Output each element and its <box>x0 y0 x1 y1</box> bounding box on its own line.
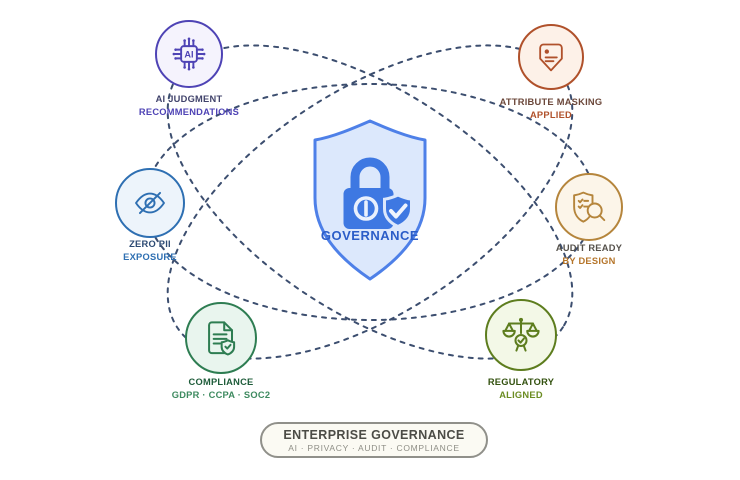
footer-title: ENTERPRISE GOVERNANCE <box>283 427 465 442</box>
ai-node-circle: AI <box>155 20 223 88</box>
audit-node-label-line2: BY DESIGN <box>562 256 616 266</box>
compliance-node-circle <box>185 302 257 374</box>
attribute-node-label-line1: ATTRIBUTE MASKING <box>499 97 603 107</box>
governance-shield-icon <box>313 119 427 281</box>
privacy-node-label-line2: EXPOSURE <box>123 252 177 262</box>
ai-node-label: AI JUDGMENT RECOMMENDATIONS <box>99 93 279 119</box>
enterprise-governance-pill: ENTERPRISE GOVERNANCE AI · PRIVACY · AUD… <box>260 422 488 458</box>
badge-marker-icon <box>539 43 563 72</box>
center-governance-shield: GOVERNANCE <box>308 118 432 283</box>
compliance-node-label-line1: COMPLIANCE <box>188 377 254 387</box>
attribute-node-label-line2: APPLIED <box>529 110 573 120</box>
check-shield-icon <box>383 193 413 229</box>
ai-node-label-line1: AI JUDGMENT <box>155 94 223 104</box>
compliance-node-label-line2: GDPR · CCPA · SOC2 <box>171 390 271 400</box>
attribute-node-circle <box>518 24 584 90</box>
regulatory-node-circle <box>485 299 557 371</box>
regulatory-node-label-line1: REGULATORY <box>487 377 555 387</box>
footer-subtitle: AI · PRIVACY · AUDIT · COMPLIANCE <box>288 442 460 453</box>
eye-off-icon <box>135 191 165 215</box>
regulatory-node-label: REGULATORY ALIGNED <box>431 376 611 402</box>
ai-chip-icon: AI <box>172 37 206 71</box>
ai-node-label-line2: RECOMMENDATIONS <box>138 107 240 117</box>
document-shield-icon <box>208 321 236 356</box>
shield-magnifier-icon <box>573 191 606 223</box>
audit-node-circle <box>555 173 623 241</box>
compliance-node-label: COMPLIANCE GDPR · CCPA · SOC2 <box>131 376 311 402</box>
svg-text:AI: AI <box>184 50 193 60</box>
regulatory-node-label-line2: ALIGNED <box>499 390 543 400</box>
privacy-node-label-line1: ZERO PII <box>129 239 171 249</box>
privacy-node-circle <box>115 168 185 238</box>
privacy-node-label: ZERO PII EXPOSURE <box>60 238 240 264</box>
governance-title: GOVERNANCE <box>320 228 420 243</box>
audit-node-label-line1: AUDIT READY <box>555 243 623 253</box>
attribute-node-label: ATTRIBUTE MASKING APPLIED <box>461 96 641 122</box>
lock-icon <box>343 157 394 229</box>
scales-icon <box>502 317 540 352</box>
audit-node-label: AUDIT READY BY DESIGN <box>499 242 679 268</box>
